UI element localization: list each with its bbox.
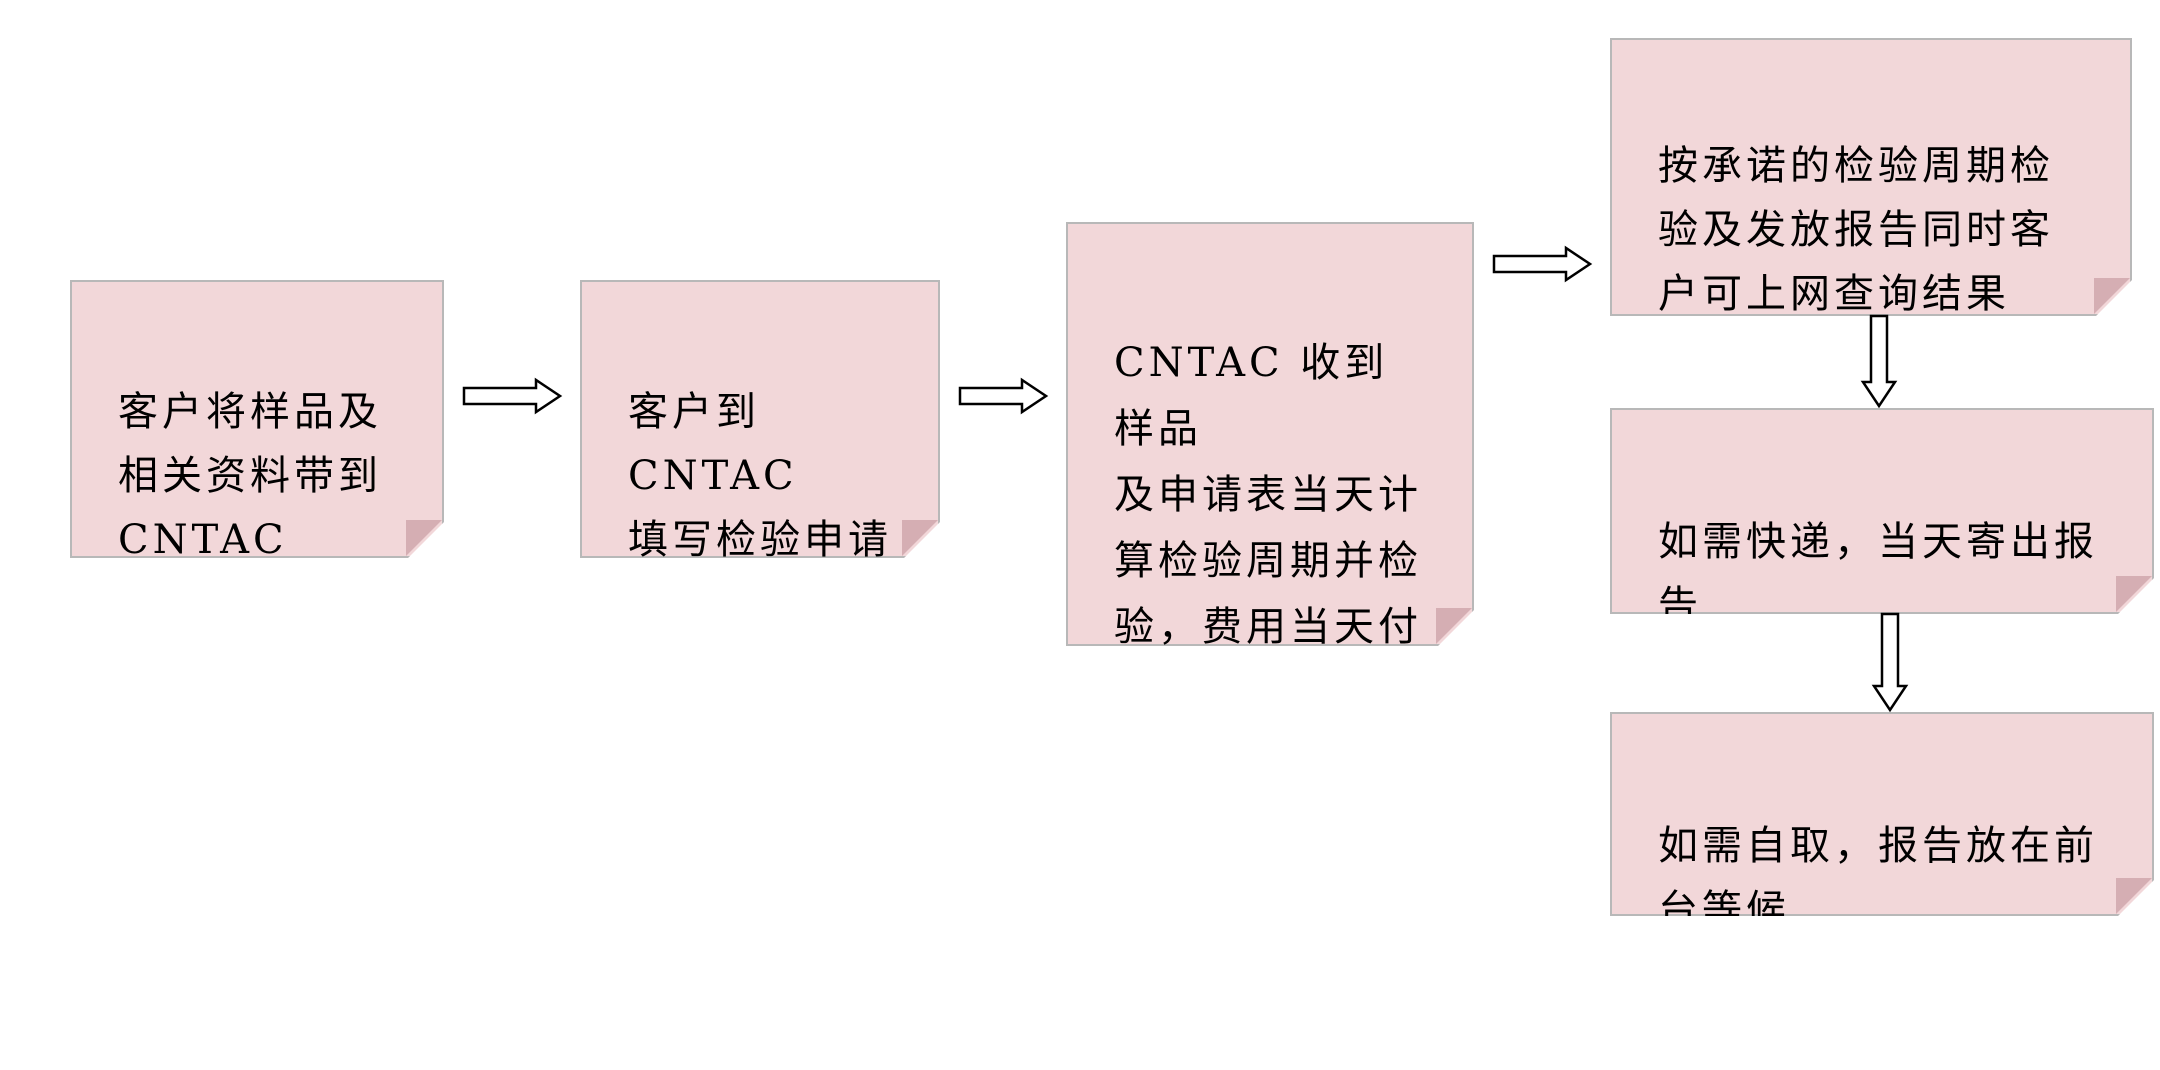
step-6-note: 如需自取，报告放在前 台等候 — [1610, 712, 2154, 916]
note-fold-corner — [2116, 878, 2152, 914]
step-2-text: 客户到 CNTAC 填写检验申请 表 — [628, 389, 892, 627]
step-3-note: CNTAC 收到样品 及申请表当天计 算检验周期并检 验，费用当天付 清 — [1066, 222, 1474, 646]
step-4-note: 按承诺的检验周期检 验及发放报告同时客 户可上网查询结果 — [1610, 38, 2132, 316]
step-1-note: 客户将样品及 相关资料带到 CNTAC — [70, 280, 444, 558]
note-fold-corner — [2094, 278, 2130, 314]
arrow-step-1-to-step-2 — [462, 377, 563, 415]
step-4-text: 按承诺的检验周期检 验及发放报告同时客 户可上网查询结果 — [1658, 143, 2054, 317]
flow-diagram: 客户将样品及 相关资料带到 CNTAC 客户到 CNTAC 填写检验申请 表 C… — [0, 0, 2160, 946]
arrow-step-4-to-step-5 — [1860, 314, 1898, 409]
arrow-step-5-to-step-6 — [1871, 612, 1909, 713]
arrow-step-2-to-step-3 — [958, 377, 1049, 415]
step-1-text: 客户将样品及 相关资料带到 CNTAC — [118, 389, 382, 563]
note-fold-corner — [902, 520, 938, 556]
step-2-note: 客户到 CNTAC 填写检验申请 表 — [580, 280, 940, 558]
note-fold-corner — [406, 520, 442, 556]
step-5-text: 如需快递，当天寄出报 告 — [1658, 519, 2098, 629]
note-fold-corner — [2116, 576, 2152, 612]
step-3-text: CNTAC 收到样品 及申请表当天计 算检验周期并检 验，费用当天付 清 — [1114, 340, 1422, 716]
note-fold-corner — [1436, 608, 1472, 644]
step-6-text: 如需自取，报告放在前 台等候 — [1658, 823, 2098, 933]
step-5-note: 如需快递，当天寄出报 告 — [1610, 408, 2154, 614]
arrow-step-3-to-step-4 — [1492, 245, 1593, 283]
